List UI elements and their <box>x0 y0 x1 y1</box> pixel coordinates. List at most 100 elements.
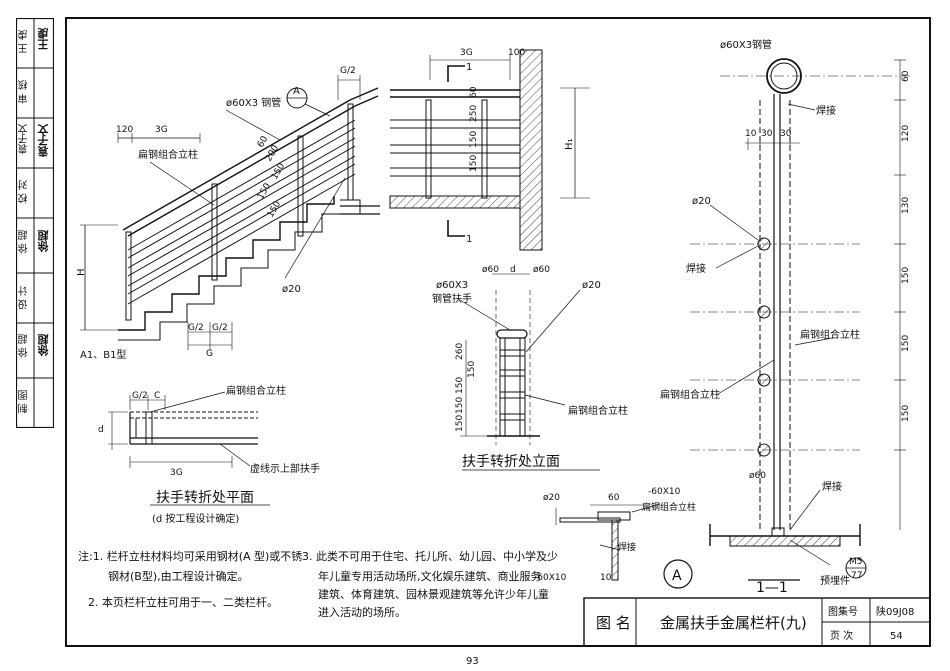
label-pipe-section: ø60X3钢管 <box>720 38 772 51</box>
svg-text:30: 30 <box>780 129 792 139</box>
ref-m5: M5 <box>849 557 863 567</box>
dim-g2-top: G/2 <box>340 66 356 76</box>
label-rod20-a: ø20 <box>543 493 560 503</box>
tb-label-name: 图 名 <box>596 614 631 632</box>
svg-text:150: 150 <box>467 361 477 378</box>
svg-text:130: 130 <box>901 197 911 214</box>
tb-atlas: 陕09J08 <box>876 605 914 618</box>
svg-text:260: 260 <box>455 343 465 360</box>
note-3c: 建筑、体育建筑、园林景观建筑等允许少年儿童 <box>318 587 549 601</box>
label-embedded: 预埋件 <box>820 575 850 587</box>
note-1b: 钢材(B型),由工程设计确定。 <box>108 569 249 583</box>
label-pipe-handrail-a: ø60X3 <box>436 280 468 291</box>
svg-text:60: 60 <box>901 70 911 82</box>
label-pipe-stair: ø60X3 钢管 <box>226 96 281 109</box>
tb-page: 54 <box>890 631 903 642</box>
svg-text:60: 60 <box>469 86 479 98</box>
dim-3g-side: 3G <box>460 48 473 58</box>
label-plate-a: -60X10 <box>648 487 681 497</box>
label-rod20-elev: ø20 <box>582 280 601 291</box>
label-flat-post-r2: 扁钢组合立柱 <box>660 388 720 401</box>
dim-g2-a: G/2 <box>188 323 204 333</box>
svg-text:120: 120 <box>901 125 911 142</box>
dim-60-left: ø60 <box>482 265 499 275</box>
tb-label-page: 页 次 <box>830 629 853 642</box>
dim-100: 100 <box>508 48 525 58</box>
note-3d: 进入活动的场所。 <box>318 605 406 619</box>
sheet-border <box>65 17 931 647</box>
svg-text:30: 30 <box>761 129 773 139</box>
note-2: 2. 本页栏杆立柱可用于一、二类栏杆。 <box>88 595 278 609</box>
dim-120: 120 <box>116 125 133 135</box>
section-1-top: 1 <box>466 62 472 73</box>
dim-h-stair: H <box>76 268 87 276</box>
page-number: 93 <box>466 656 479 667</box>
dim-c-plan: C <box>154 391 160 401</box>
note-1a: 注:1. 栏杆立柱材料均可采用钢材(A 型)或不锈 <box>78 549 302 563</box>
note-3a: 3. 此类不可用于住宅、托儿所、幼儿园、中小学及少 <box>302 549 558 563</box>
type-label: A1、B1型 <box>80 348 126 361</box>
circle-a-ref: A <box>293 86 300 97</box>
svg-text:150: 150 <box>901 267 911 284</box>
sidebar-frame <box>15 17 55 429</box>
label-weld-bottom: 焊接 <box>822 480 842 493</box>
svg-text:10: 10 <box>745 129 757 139</box>
svg-text:150: 150 <box>469 155 479 172</box>
label-flat-post-plan: 扁钢组合立柱 <box>226 384 286 397</box>
svg-text:150: 150 <box>455 415 465 432</box>
svg-text:200: 200 <box>264 143 281 163</box>
label-flat-post-a: 扁钢组合立柱 <box>642 501 696 513</box>
dim-60-a: 60 <box>608 493 620 503</box>
dim-d-elev: d <box>510 265 516 275</box>
label-dashed-note: 虚线示上部扶手 <box>250 462 320 475</box>
dim-g2-plan: G/2 <box>132 391 148 401</box>
svg-text:150: 150 <box>469 131 479 148</box>
stair-elevation <box>80 75 380 350</box>
tb-name: 金属扶手金属栏杆(九) <box>660 614 807 632</box>
label-weld-top: 焊接 <box>816 104 836 117</box>
elevation-turn <box>459 273 600 471</box>
label-pipe-handrail-b: 钢管扶手 <box>432 292 472 305</box>
label-rod20-section: ø20 <box>692 196 711 207</box>
svg-text:150: 150 <box>901 335 911 352</box>
section-dims-top: 10 30 30 <box>745 129 792 139</box>
label-plate-a2: -60X10 <box>534 573 567 583</box>
section-11-title: 1—1 <box>756 580 788 596</box>
label-flat-post-elev: 扁钢组合立柱 <box>568 404 628 417</box>
note-3b: 年儿童专用活动场所,文化娱乐建筑、商业服务 <box>318 569 542 583</box>
svg-text:150: 150 <box>455 397 465 414</box>
dim-60-right: ø60 <box>533 265 550 275</box>
side-dims: 150 150 250 60 <box>469 86 479 172</box>
label-weld-mid: 焊接 <box>686 262 706 275</box>
dim-3g-plan: 3G <box>170 468 183 478</box>
svg-text:250: 250 <box>469 105 479 122</box>
title-block <box>583 597 931 647</box>
label-flat-post-r1: 扁钢组合立柱 <box>800 328 860 341</box>
elev-title: 扶手转折处立面 <box>462 454 560 470</box>
dim-3g-stair: 3G <box>155 125 168 135</box>
dim-d-plan: d <box>98 425 104 435</box>
label-weld-a: 焊接 <box>618 541 636 553</box>
label-rod20-stair: ø20 <box>282 284 301 295</box>
dim-60-section: ø60 <box>749 471 766 481</box>
section-1-bottom: 1 <box>466 234 472 245</box>
svg-text:150: 150 <box>901 405 911 422</box>
dim-g-stair: G <box>206 349 213 359</box>
label-flat-post-stair: 扁钢组合立柱 <box>138 148 198 161</box>
detail-a <box>555 503 693 589</box>
plan-turn <box>108 391 270 506</box>
ref-77: 77 <box>851 571 862 581</box>
tb-label-atlas: 图集号 <box>828 605 858 618</box>
section-dims-right: 60 120 130 150 150 150 <box>901 70 911 422</box>
plan-subtitle: (d 按工程设计确定) <box>152 512 239 525</box>
svg-text:150: 150 <box>455 377 465 394</box>
svg-text:150: 150 <box>256 181 273 201</box>
signature-sidebar: 王 虔 王虔 审 核 袁子文 袁子文 校 对 徐 超 徐超 设 计 徐 超 徐超… <box>15 17 55 429</box>
detail-a-mark: A <box>672 568 682 584</box>
side-view <box>340 49 590 251</box>
dim-g2-b: G/2 <box>212 323 228 333</box>
elev-dims: 260 150 150 150 150 <box>455 343 477 432</box>
section-11 <box>690 58 910 581</box>
plan-title: 扶手转折处平面 <box>156 490 254 506</box>
